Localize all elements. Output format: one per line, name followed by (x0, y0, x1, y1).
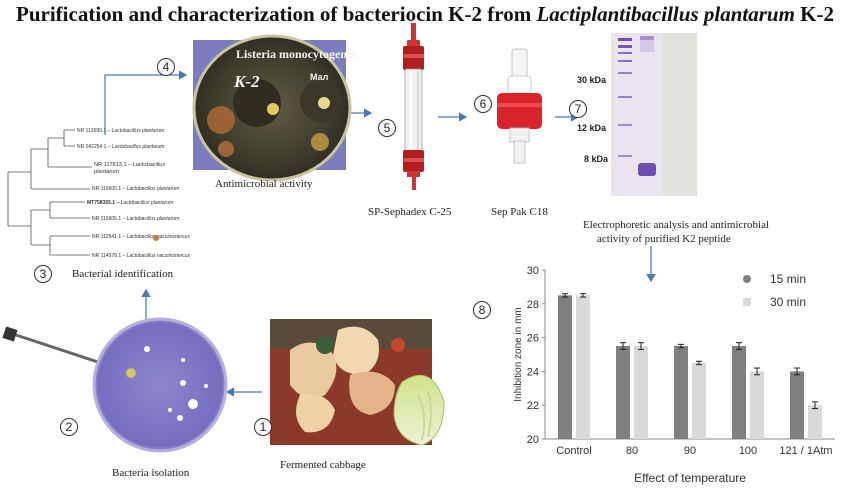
gel-marker-8: 8 kDa (584, 154, 609, 164)
x-tick-label: 90 (684, 445, 696, 457)
step-2-number: 2 (60, 418, 78, 436)
chart-bars (558, 293, 822, 439)
antimicrobial-plate-photo (192, 34, 352, 182)
y-tick-label: 26 (527, 333, 539, 345)
title-part1: Purification and characterization of bac… (16, 2, 537, 26)
caption-fermented-cabbage: Fermented cabbage (280, 459, 366, 471)
tree-leaf-3b: plantarum (93, 169, 119, 175)
chart-legend: 15 min 30 min (743, 272, 806, 309)
chromatography-column (403, 23, 424, 190)
bar-15-min (616, 346, 630, 439)
y-tick-label: 30 (527, 265, 539, 277)
isolation-plate (2, 317, 228, 453)
caption-bacterial-identification: Bacterial identification (72, 268, 174, 280)
x-tick-label: 121 / 1Atm (779, 445, 832, 457)
x-axis-title: Effect of temperature (634, 471, 746, 485)
bar-15-min (558, 295, 572, 439)
step-7-number: 7 (569, 100, 587, 118)
x-tick-label: 80 (626, 445, 638, 457)
tree-leaf-6: NR 115605.1 – Lactobacillus plantarum (92, 216, 179, 222)
caption-antimicrobial-activity: Antimicrobial activity (215, 178, 313, 190)
title-italic: Lactiplantibacillus plantarum (536, 2, 795, 26)
tree-leaf-7: NR 112541.1 – Lactobacillus vaccinosterc… (92, 234, 191, 240)
bar-30-min (808, 405, 822, 439)
bar-30-min (634, 346, 648, 439)
tree-marker (153, 235, 159, 241)
tree-leaf-2: NR 042254.1 – Lactobacillus plantarum (77, 144, 165, 150)
step-5-number: 5 (378, 119, 396, 137)
bar-30-min (576, 295, 590, 439)
y-tick-label: 28 (527, 299, 539, 311)
gel-marker-30: 30 kDa (577, 75, 607, 85)
step-1-number: 1 (254, 418, 272, 436)
caption-bacteria-isolation: Bacteria isolation (112, 467, 190, 479)
legend-label: 30 min (770, 295, 806, 309)
tree-leaf-8: NR 114978.1 – Lactobacillus vaccinosterc… (92, 253, 191, 259)
legend-marker (743, 275, 751, 283)
page-title: Purification and characterization of bac… (0, 2, 850, 27)
bar-15-min (732, 346, 746, 439)
y-tick-label: 20 (527, 434, 539, 446)
caption-electrophoresis-line1: Electrophoretic analysis and antimicrobi… (583, 219, 770, 231)
x-tick-label: Control (556, 445, 591, 457)
step-3-number: 3 (34, 265, 52, 283)
tree-leaf-3: NR 117813.1 – Lactobacillus (94, 162, 165, 168)
tree-leaf-5: MT758355.1 – Lactobacillus plantarum (87, 200, 173, 206)
tree-labels: NR 112690.1 – Lactobacillus plantarum NR… (77, 128, 191, 259)
y-tick-label: 22 (527, 400, 539, 412)
step-8-number: 8 (473, 301, 491, 319)
step-4-number: 4 (157, 58, 175, 76)
caption-sep-pak: Sep Pak C18 (491, 206, 548, 218)
bar-30-min (692, 362, 706, 439)
bar-15-min (790, 371, 804, 439)
tree-leaf-1: NR 112690.1 – Lactobacillus plantarum (77, 128, 164, 134)
sep-pak-cartridge (497, 48, 542, 164)
y-axis-title: Inhibition zone in mm (513, 307, 524, 402)
phylogenetic-tree (7, 129, 92, 256)
gel-marker-12: 12 kDa (577, 123, 607, 133)
caption-electrophoresis-line2: activity of purified K2 peptide (597, 233, 731, 245)
fermented-cabbage-photo (270, 319, 445, 446)
plate-label-k2: K-2 (234, 72, 260, 91)
bar-30-min (750, 371, 764, 439)
step-6-number: 6 (474, 95, 492, 113)
caption-sp-sephadex: SP-Sephadex C-25 (368, 206, 452, 218)
x-tick-label: 100 (739, 445, 757, 457)
plate-label-listeria: Listeria monocytogenes (236, 47, 357, 61)
legend-label: 15 min (770, 272, 806, 286)
tree-leaf-4: NR 115605.1 – Lactobacillus plantarum (92, 186, 179, 192)
sds-gel-photo (611, 33, 697, 196)
title-part2: K-2 (794, 2, 834, 26)
y-tick-label: 24 (527, 366, 539, 378)
bar-15-min (674, 346, 688, 439)
plate-label-mal: Мал (310, 72, 329, 82)
legend-marker (743, 298, 751, 306)
